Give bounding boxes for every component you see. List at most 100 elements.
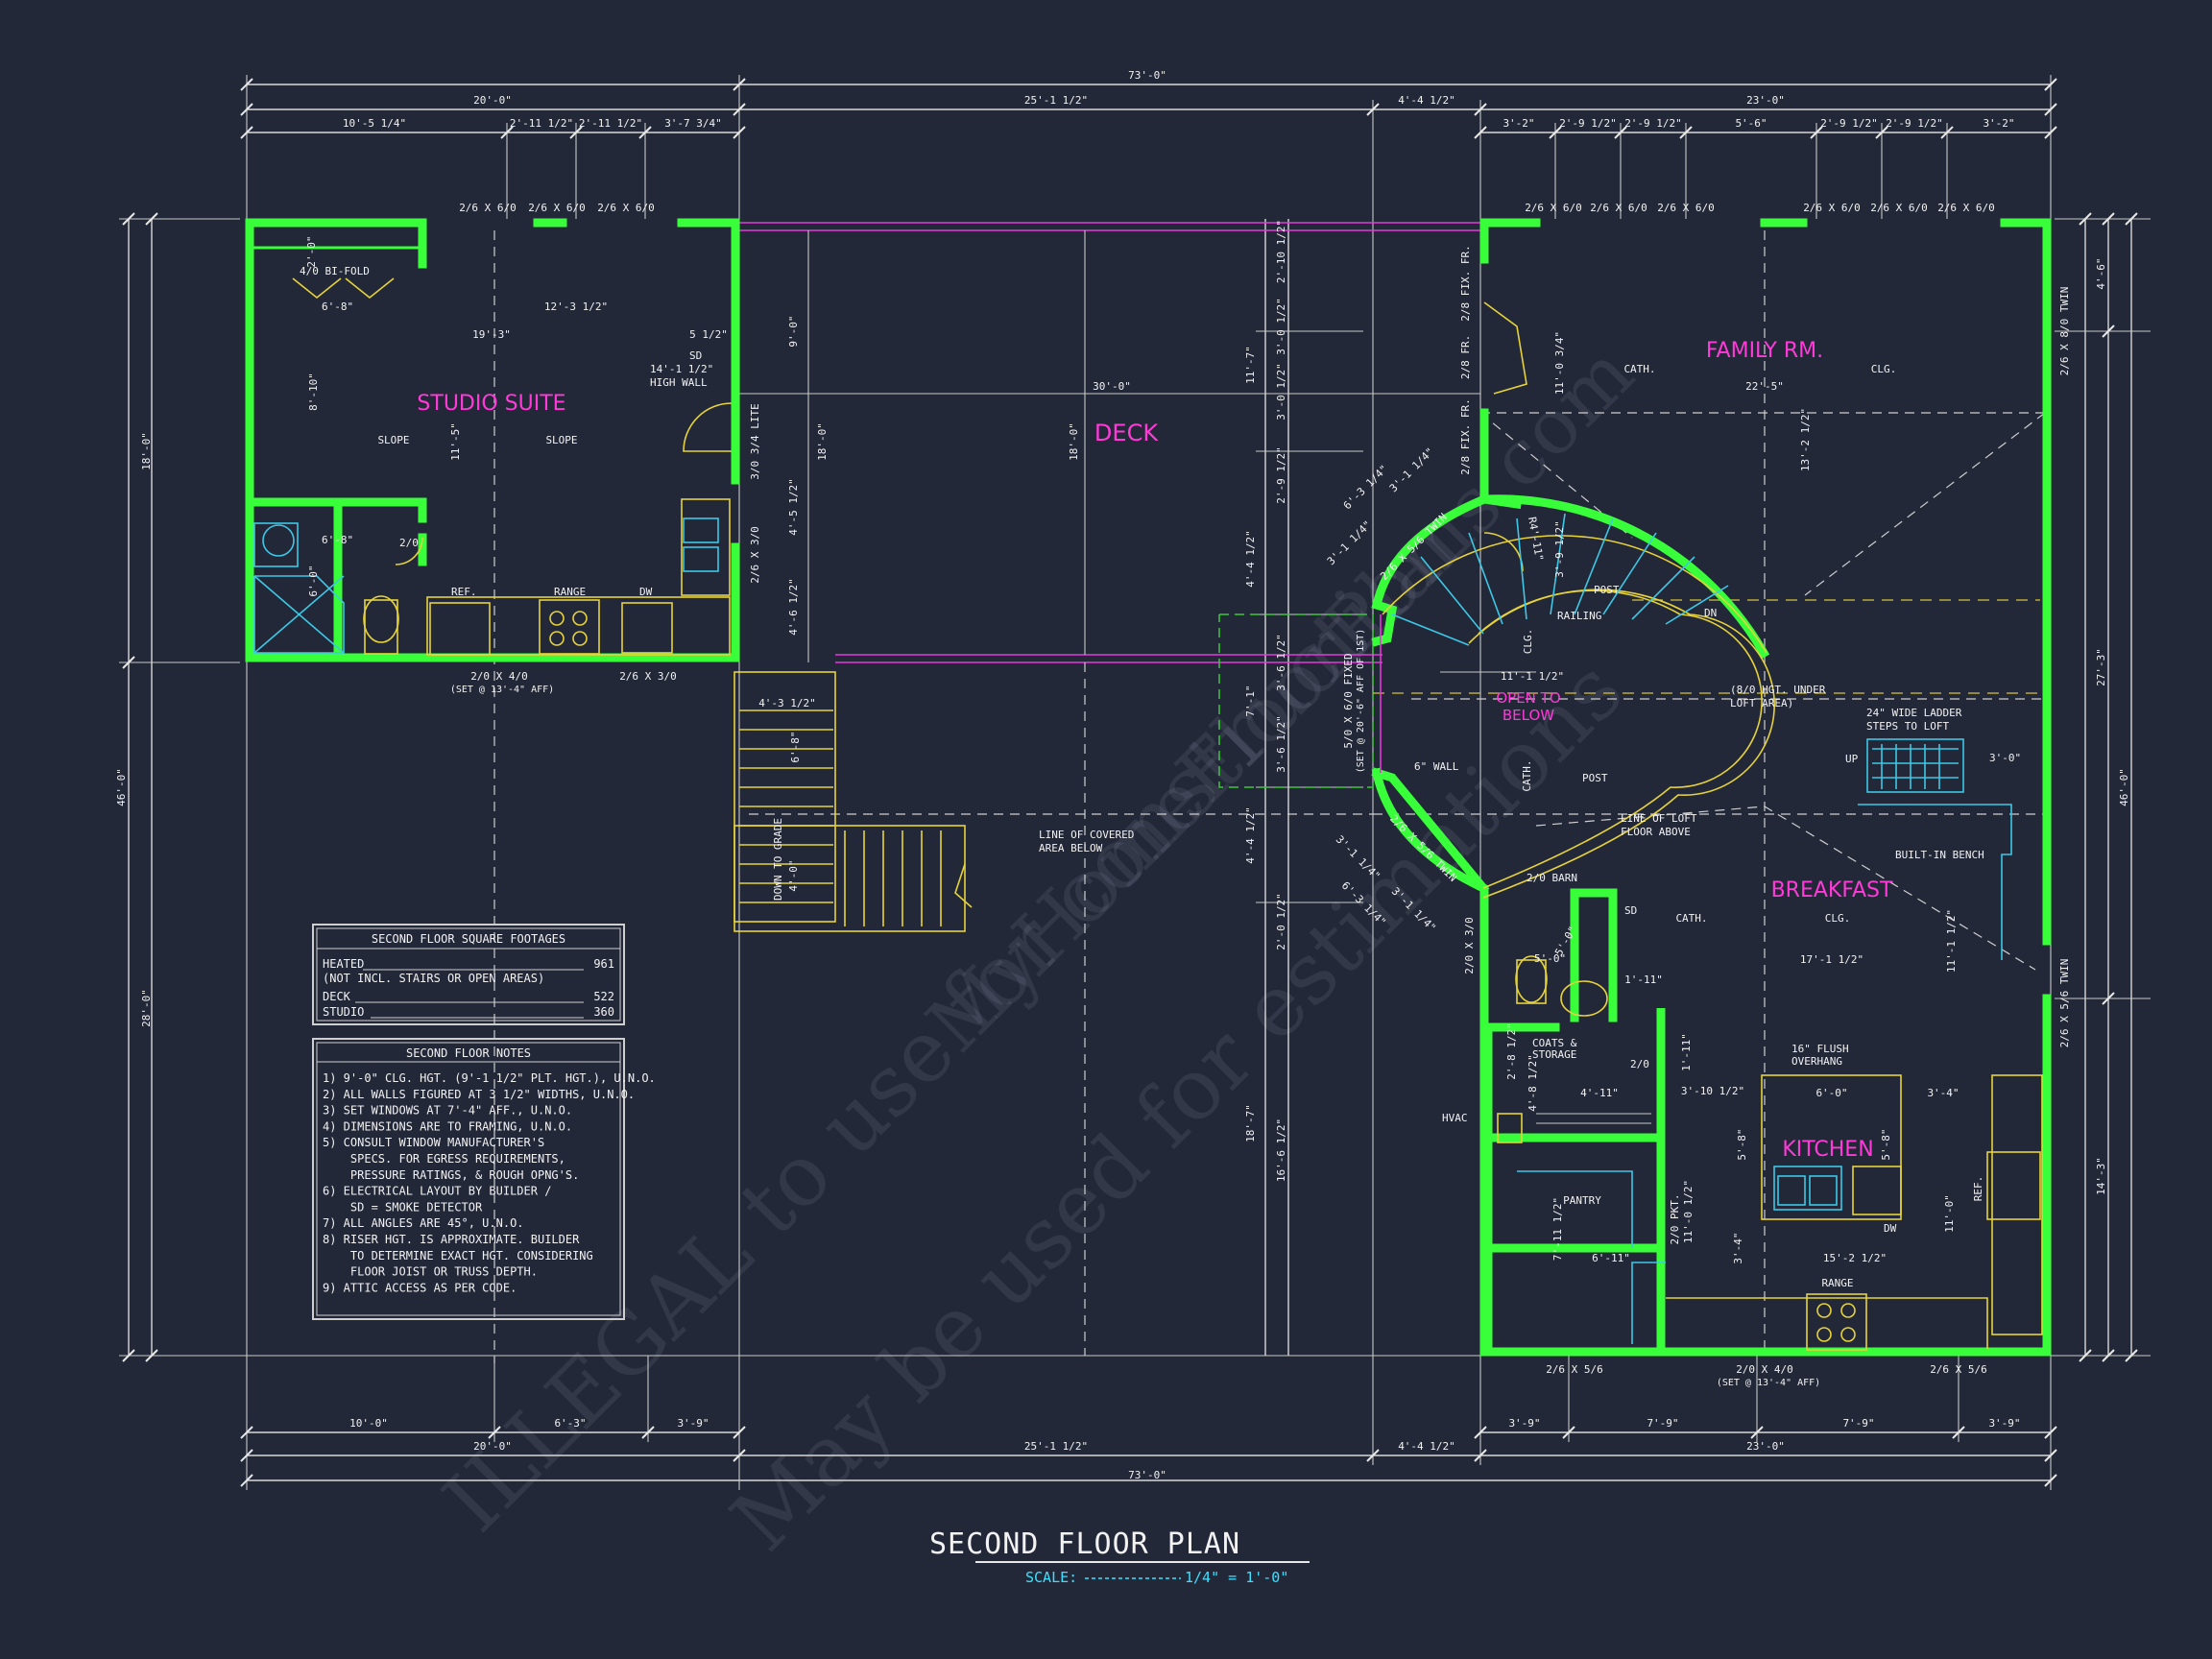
east-labels: 2/6 X 6/0 2/6 X 6/0 2/6 X 6/0 2/6 X 6/0 …	[1442, 202, 2071, 1388]
dim-left-3: 28'-0"	[140, 989, 153, 1027]
center-loft-2: FLOOR ABOVE	[1621, 826, 1691, 838]
center-r2: 3'-9 1/2"	[1553, 520, 1566, 578]
center-w6: (SET @ 20'-6" AFF OF 1ST)	[1356, 629, 1366, 774]
notes-line: 3) SET WINDOWS AT 7'-4" AFF., U.N.O.	[323, 1104, 572, 1118]
room-deck: DECK	[1094, 420, 1159, 446]
notes-line: 9) ATTIC ACCESS AS PER CODE.	[323, 1281, 517, 1294]
deck-d4: 4'-5 1/2"	[787, 478, 800, 536]
kitchen-d4: 5'-0"	[1534, 952, 1566, 965]
scale-value: 1/4" = 1'-0"	[1185, 1569, 1288, 1586]
studio-walls	[245, 218, 740, 662]
family-up: UP	[1845, 753, 1859, 765]
kitchen-barn: 2/0 BARN	[1527, 872, 1577, 884]
kitchen-d14: 5'-8"	[1736, 1128, 1748, 1160]
center-loft-4: LOFT AREA)	[1730, 697, 1793, 709]
studio-win-bot-1b: (SET @ 13'-4" AFF)	[450, 685, 554, 695]
dim-bot-1: 20'-0"	[473, 1440, 512, 1453]
kitchen-d17: 7'-11 1/2"	[1551, 1197, 1564, 1261]
dim-top-2: 25'-1 1/2"	[1024, 94, 1088, 107]
notes-line: FLOOR JOIST OR TRUSS DEPTH.	[323, 1265, 538, 1279]
family-cath: CATH.	[1623, 363, 1655, 375]
dim-mid-1: 2'-10 1/2"	[1275, 220, 1287, 283]
scale-label: SCALE:	[1025, 1569, 1077, 1586]
deck-stair-2: 6'-8"	[789, 731, 802, 762]
studio-d1: 6'-8"	[322, 301, 353, 313]
kitchen-w2: 2/6 X 5/6 TWIN	[2058, 959, 2071, 1048]
dimension-text: 73'-0" 73'-0" 20'-0" 25'-1 1/2" 4'-4 1/2…	[115, 69, 2130, 1481]
dim-right-1: 4'-6"	[2095, 257, 2107, 289]
studio-hw-1: 14'-1 1/2"	[650, 363, 713, 375]
dim-mid-7: 3'-6 1/2"	[1275, 715, 1287, 773]
east-wing-fixtures	[1483, 301, 2043, 1351]
kitchen-coats-2: STORAGE	[1532, 1048, 1576, 1061]
family-w2: 2/8 FR.	[1459, 335, 1472, 379]
kitchen-dw: DW	[1884, 1222, 1897, 1235]
kitchen-d10: 1'-11"	[1680, 1033, 1693, 1071]
studio-win-side-2: 2/6 X 3/0	[749, 526, 761, 584]
studio-d5: 8'-10"	[307, 373, 320, 411]
dim-bot-right-2: 7'-9"	[1647, 1417, 1678, 1430]
dim-top-right-5: 2'-9 1/2"	[1820, 117, 1878, 130]
notes-lines: 1) 9'-0" CLG. HGT. (9'-1 1/2" PLT. HGT.)…	[323, 1071, 656, 1294]
studio-d8: 2/0	[399, 537, 419, 549]
family-win-right: 2/6 X 8/0 TWIN	[2058, 287, 2071, 376]
dim-top-left-3: 2'-11 1/2"	[579, 117, 642, 130]
notes-line: SD = SMOKE DETECTOR	[323, 1200, 483, 1214]
notes-line: 4) DIMENSIONS ARE TO FRAMING, U.N.O.	[323, 1119, 572, 1133]
dim-bot-left-1: 10'-0"	[349, 1417, 388, 1430]
notes-heading: SECOND FLOOR NOTES	[406, 1046, 531, 1060]
kitchen-win-bot-3: 2/6 X 5/6	[1930, 1363, 1987, 1376]
dim-mid-2: 3'-0 1/2"	[1275, 298, 1287, 355]
studio-d7: 6'-8"	[322, 534, 353, 546]
room-family: FAMILY RM.	[1706, 339, 1823, 363]
kitchen-clg: CLG.	[1825, 912, 1851, 925]
kitchen-flush-1: 16" FLUSH	[1791, 1043, 1849, 1055]
title-block: SECOND FLOOR PLAN SCALE: 1/4" = 1'-0"	[929, 1527, 1310, 1586]
sqft-rows: HEATED 961 (NOT INCL. STAIRS OR OPEN ARE…	[323, 957, 614, 1019]
studio-fixtures	[253, 277, 733, 656]
dim-mid-outer-1: 11'-7"	[1244, 346, 1257, 384]
deck-covered-1: LINE OF COVERED	[1039, 829, 1134, 841]
dim-mid-outer-2: 7'-1"	[1244, 685, 1257, 716]
notes-line: 8) RISER HGT. IS APPROXIMATE. BUILDER	[323, 1233, 580, 1246]
center-w1: 6'-3 1/4"	[1341, 463, 1390, 512]
family-d3: 13'-2 1/2"	[1799, 408, 1812, 471]
kitchen-d16: 11'-0"	[1943, 1194, 1956, 1233]
family-win-4: 2/6 X 6/0	[1803, 202, 1861, 214]
kitchen-pkt: 2/0 PKT.	[1669, 1194, 1681, 1245]
dim-bot-4: 23'-0"	[1746, 1440, 1785, 1453]
kitchen-sd: SD	[1624, 904, 1637, 917]
center-cath: CATH.	[1521, 759, 1533, 791]
family-w1: 2/8 FIX. FR.	[1459, 245, 1472, 321]
dim-left-1: 18'-0"	[140, 432, 153, 470]
room-breakfast: BREAKFAST	[1771, 878, 1893, 902]
studio-hw-2: HIGH WALL	[650, 376, 708, 389]
dim-mid-5: 4'-4 1/2"	[1244, 530, 1257, 588]
dim-mid-8: 4'-4 1/2"	[1244, 806, 1257, 864]
family-d4: 3'-0"	[1989, 752, 2021, 764]
kitchen-d18: 6'-11"	[1592, 1252, 1630, 1264]
notes-line: 2) ALL WALLS FIGURED AT 3 1/2" WIDTHS, U…	[323, 1088, 635, 1101]
dim-bot-right-1: 3'-9"	[1508, 1417, 1540, 1430]
deck-labels: 30'-0" 18'-0" 18'-0" 4'-5 1/2" 4'-6 1/2"…	[758, 380, 1134, 901]
dim-bot-left-3: 3'-9"	[677, 1417, 709, 1430]
dim-top-right-2: 2'-9 1/2"	[1559, 117, 1617, 130]
kitchen-d21: 15'-2 1/2"	[1823, 1252, 1887, 1264]
dim-mid-4: 2'-9 1/2"	[1275, 446, 1287, 504]
family-win-5: 2/6 X 6/0	[1870, 202, 1928, 214]
family-clg: CLG.	[1871, 363, 1897, 375]
kitchen-d1: 17'-1 1/2"	[1800, 953, 1863, 966]
family-d2: 11'-0 3/4"	[1553, 331, 1566, 395]
family-bench: BUILT-IN BENCH	[1895, 849, 1984, 861]
kitchen-win-bot-1: 2/6 X 5/6	[1546, 1363, 1603, 1376]
dim-mid-6: 3'-6 1/2"	[1275, 634, 1287, 691]
sqft-row-value: 961	[593, 957, 614, 971]
notes-line: 7) ALL ANGLES ARE 45°, U.N.O.	[323, 1216, 524, 1230]
studio-win-bot-1: 2/0 X 4/0	[470, 670, 528, 683]
sqft-row-value: 360	[593, 1005, 614, 1019]
kitchen-d20: 3'-4"	[1732, 1232, 1744, 1263]
family-win-2: 2/6 X 6/0	[1590, 202, 1647, 214]
kitchen-d5: 1'-11"	[1624, 974, 1663, 986]
